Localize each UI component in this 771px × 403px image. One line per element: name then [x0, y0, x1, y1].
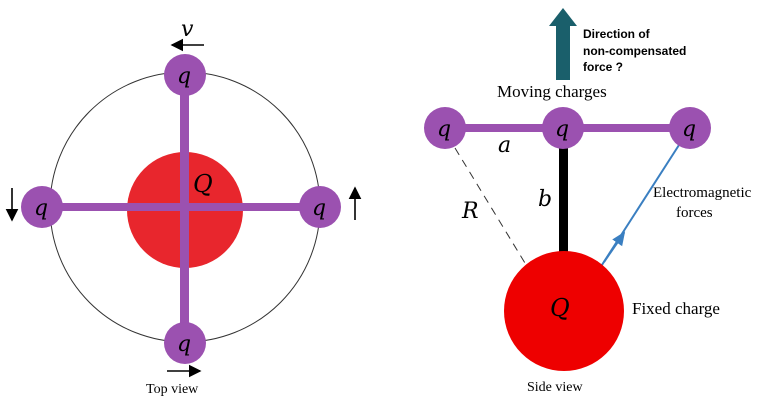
symbol-R: R: [461, 199, 479, 224]
charge-q-side-left: [424, 107, 466, 149]
symbol-b: b: [538, 187, 552, 212]
symbol-a: a: [498, 133, 511, 158]
charge-q-right: [299, 186, 341, 228]
fixed-charge-label: Fixed charge: [632, 299, 720, 318]
charge-q-side-right: [669, 107, 711, 149]
side-view: Direction of non-compensated force ? Mov…: [424, 8, 752, 395]
charge-label-bottom: q: [177, 332, 191, 357]
moving-charges-label: Moving charges: [497, 82, 607, 101]
force-question-line3: force ?: [583, 60, 623, 74]
center-charge-Q-side: [504, 251, 624, 371]
force-arrow-shaft: [556, 24, 570, 80]
side-view-caption: Side view: [527, 380, 583, 395]
charge-q-side-center: [542, 107, 584, 149]
velocity-symbol: v: [181, 17, 194, 42]
center-charge-label-top: Q: [193, 170, 213, 198]
em-label-line1: Electromagnetic: [653, 185, 752, 201]
em-force-arrow: [603, 231, 626, 263]
force-arrow-head: [549, 8, 577, 26]
charge-label-right: q: [312, 196, 326, 221]
charge-q-top: [164, 54, 206, 96]
charge-label-side-right: q: [682, 117, 696, 142]
charge-label-top: q: [177, 64, 191, 89]
force-question-line2: non-compensated: [583, 44, 686, 58]
center-charge-label-side: Q: [550, 294, 570, 322]
charge-label-side-left: q: [437, 117, 451, 142]
charge-q-left: [21, 186, 63, 228]
rod-horizontal-top: [45, 203, 325, 211]
charge-label-side-center: q: [555, 117, 569, 142]
force-question-line1: Direction of: [583, 27, 651, 41]
top-view-caption: Top view: [146, 382, 199, 397]
top-view: q q q q Q v Top view: [5, 17, 362, 397]
charge-q-bottom: [164, 322, 206, 364]
dashed-line-R: [454, 147, 529, 269]
charge-label-left: q: [34, 196, 48, 221]
em-label-line2: forces: [676, 205, 713, 221]
support-rod: [559, 145, 568, 267]
